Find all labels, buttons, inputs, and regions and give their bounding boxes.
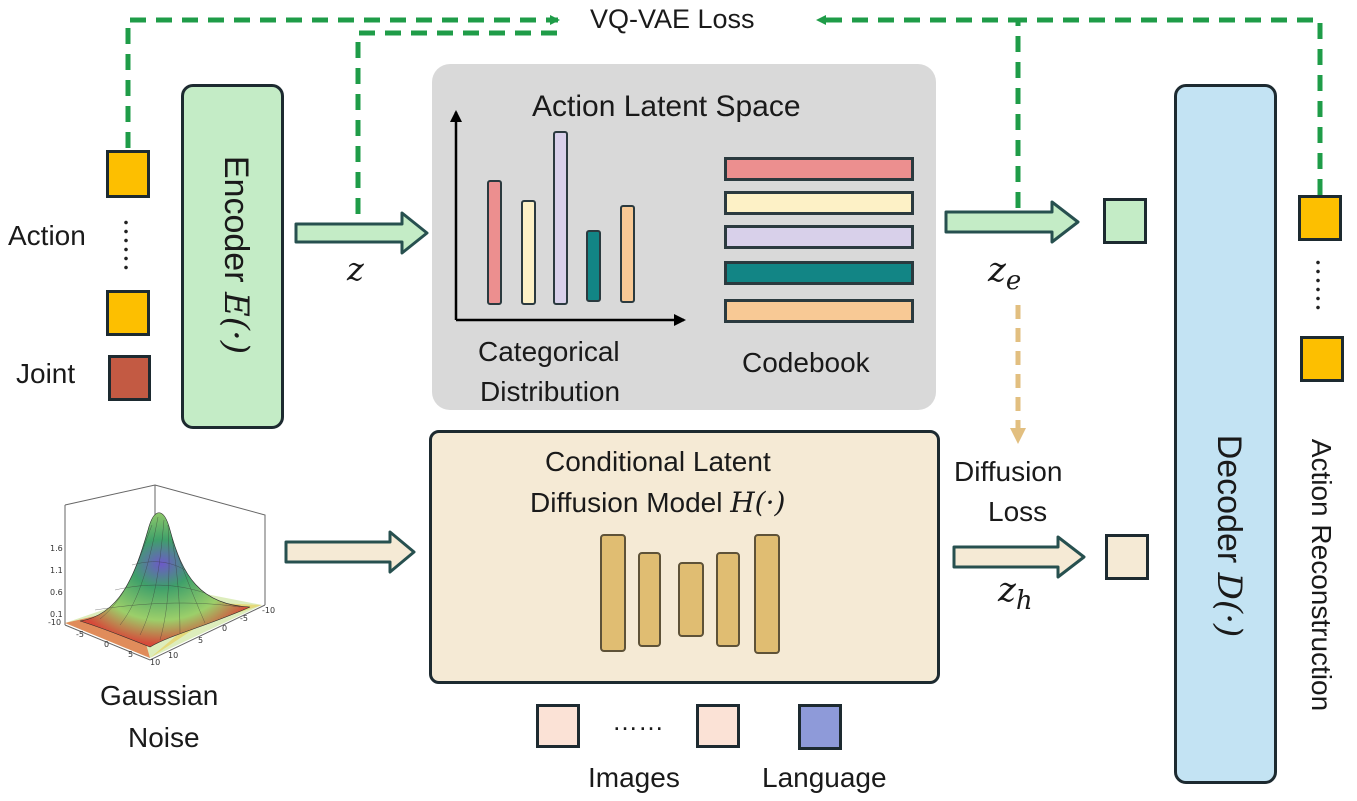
- z-label: z: [347, 250, 364, 288]
- image-square: [696, 704, 740, 748]
- language-label: Language: [762, 762, 887, 793]
- diffusion-title-text: Diffusion Model: [530, 487, 723, 518]
- encoder-block: Encoder E(·): [181, 84, 284, 429]
- gaussian-label-line2: Noise: [128, 722, 200, 753]
- x-tick: -5: [76, 630, 84, 639]
- y-tick: 0: [222, 624, 227, 633]
- reconstructed-action-square: [1300, 336, 1344, 382]
- gaussian-label-line1: Gaussian: [100, 680, 219, 711]
- action-label: Action: [8, 220, 86, 251]
- x-tick: 10: [150, 658, 160, 667]
- latent-to-ze-arrow: [944, 200, 1080, 244]
- encoder-title: Encoder E(·): [212, 135, 256, 375]
- x-tick: -10: [48, 618, 61, 627]
- vq-vae-loss-label: VQ-VAE Loss: [590, 4, 755, 34]
- action-vdots: [124, 218, 128, 274]
- encoder-symbol: E(·): [216, 291, 256, 355]
- image-dots: ……: [612, 706, 664, 736]
- z-tick: 1.6: [50, 544, 63, 553]
- x-tick: 5: [128, 650, 133, 659]
- diffusion-symbol: H(·): [730, 486, 786, 519]
- image-square: [536, 704, 580, 748]
- y-tick: -5: [240, 614, 248, 623]
- vq-loss-connector: [125, 15, 1323, 214]
- joint-label: Joint: [16, 358, 76, 389]
- action-reconstruction-label: Action Reconstruction: [1306, 438, 1337, 712]
- zh-square: [1105, 534, 1149, 580]
- reconstructed-action-square: [1298, 195, 1342, 241]
- z-tick: 0.1: [50, 610, 63, 619]
- categorical-axes: [450, 110, 686, 326]
- y-tick: 10: [168, 651, 178, 660]
- zh-sub: h: [1015, 585, 1033, 616]
- codebook-label: Codebook: [742, 347, 870, 378]
- zh-label: zh: [998, 570, 1033, 616]
- z-tick: 1.1: [50, 566, 63, 575]
- encoder-text: Encoder: [217, 155, 255, 283]
- diffusion-model-block: [429, 430, 940, 684]
- y-tick: -10: [262, 606, 275, 615]
- encoder-to-latent-arrow: [294, 211, 429, 255]
- distribution-bar: [487, 180, 502, 305]
- unet-block: [754, 534, 780, 654]
- y-tick: 5: [198, 636, 203, 645]
- action-square: [106, 150, 150, 198]
- codebook-entry: [724, 261, 914, 285]
- ze-sub: e: [1005, 265, 1022, 296]
- distribution-bar: [620, 205, 635, 303]
- noise-to-diffusion-arrow: [284, 530, 416, 574]
- latent-space-title: Action Latent Space: [532, 90, 801, 123]
- decoder-text: Decoder: [1210, 434, 1248, 564]
- x-tick: 0: [104, 640, 109, 649]
- decoder-symbol: D(·): [1209, 572, 1249, 638]
- categorical-label-line2: Distribution: [480, 376, 621, 407]
- images-label: Images: [588, 762, 680, 793]
- codebook-entry: [724, 157, 914, 181]
- codebook-entry: [724, 225, 914, 249]
- distribution-bar: [521, 200, 536, 305]
- codebook-entry: [724, 191, 914, 215]
- decoder-block: Decoder D(·): [1174, 84, 1277, 784]
- ze-base: z: [988, 250, 1006, 290]
- decoder-title: Decoder D(·): [1205, 396, 1249, 676]
- distribution-bar: [553, 131, 568, 305]
- distribution-bar: [586, 230, 601, 302]
- ze-label: ze: [988, 250, 1021, 296]
- ze-square: [1103, 198, 1147, 244]
- joint-square: [108, 355, 151, 401]
- reconstruction-vdots: [1316, 258, 1320, 314]
- diffusion-to-zh-arrow: [952, 535, 1086, 579]
- unet-block: [678, 562, 704, 637]
- diffusion-title-line2: Diffusion Model H(·): [530, 486, 785, 519]
- zh-base: z: [998, 570, 1016, 610]
- unet-block: [638, 552, 661, 647]
- diffusion-loss-line2: Loss: [988, 496, 1048, 527]
- diffusion-title-line1: Conditional Latent: [545, 446, 771, 477]
- language-square: [798, 704, 842, 750]
- diffusion-loss-line1: Diffusion: [954, 456, 1063, 487]
- action-square: [106, 290, 150, 336]
- categorical-label-line1: Categorical: [478, 336, 620, 367]
- codebook-entry: [724, 299, 914, 323]
- unet-block: [716, 552, 740, 647]
- unet-block: [600, 534, 626, 652]
- gaussian-noise-plot: 1.6 1.1 0.6 0.1 -10 -5 0 5 10 10 5 0 -5 …: [48, 484, 275, 667]
- z-tick: 0.6: [50, 588, 63, 597]
